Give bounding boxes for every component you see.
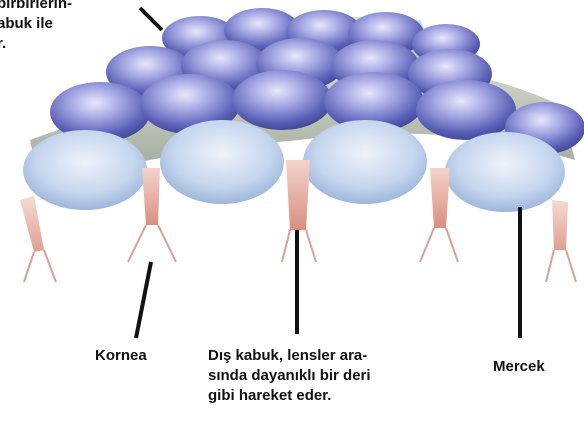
dis-kabuk-label: Dış kabuk, lensler ara- sında dayanıklı … xyxy=(208,346,371,406)
top-note-line-1: birbirlerin- xyxy=(0,0,72,14)
top-note-label: birbirlerin- abuk ile r. xyxy=(0,0,72,54)
dis-kabuk-line-2: sında dayanıklı bir deri xyxy=(208,366,371,386)
dis-kabuk-line-3: gibi hareket eder. xyxy=(208,386,371,406)
nerve-fibers xyxy=(24,225,576,282)
pointer-top xyxy=(140,8,162,30)
mercek-label: Mercek xyxy=(493,357,545,376)
kornea-label: Kornea xyxy=(95,346,147,365)
top-note-line-3: r. xyxy=(0,34,72,54)
dis-kabuk-line-1: Dış kabuk, lensler ara- xyxy=(208,346,371,366)
top-note-line-2: abuk ile xyxy=(0,14,72,34)
pointer-kornea xyxy=(136,262,151,338)
